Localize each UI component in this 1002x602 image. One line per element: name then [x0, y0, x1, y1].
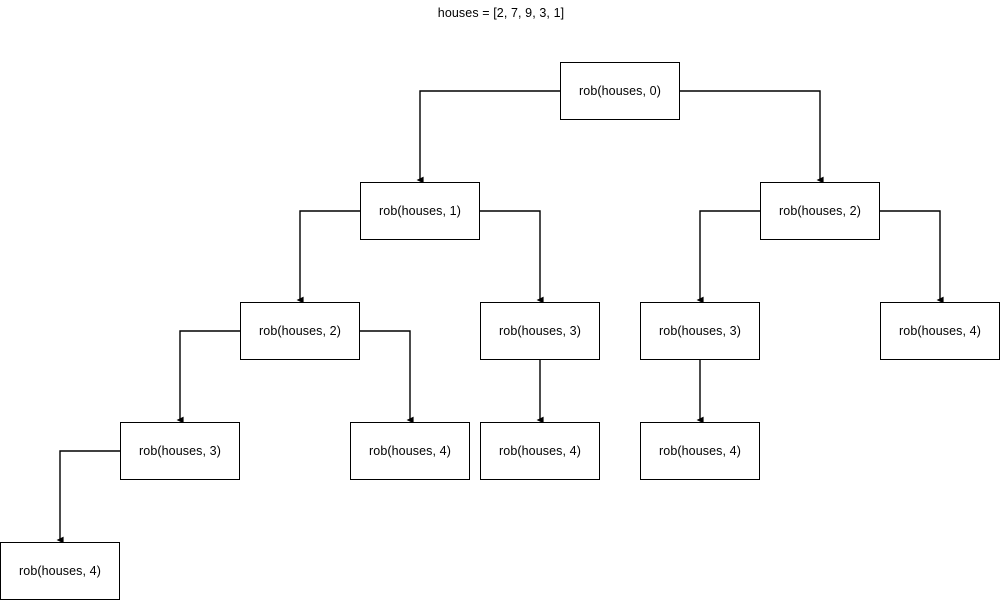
edge-n0-to-n2 [680, 90, 824, 184]
edge-n3-to-n8 [360, 330, 414, 424]
edge-n2-to-n6 [880, 210, 944, 304]
node-label: rob(houses, 4) [499, 444, 581, 458]
node-label: rob(houses, 2) [259, 324, 341, 338]
node-label: rob(houses, 3) [659, 324, 741, 338]
node-n2[interactable]: rob(houses, 2) [760, 182, 880, 240]
node-n10[interactable]: rob(houses, 4) [640, 422, 760, 480]
node-n7[interactable]: rob(houses, 3) [120, 422, 240, 480]
node-label: rob(houses, 4) [659, 444, 741, 458]
node-label: rob(houses, 4) [899, 324, 981, 338]
node-label: rob(houses, 4) [369, 444, 451, 458]
node-n0[interactable]: rob(houses, 0) [560, 62, 680, 120]
node-n11[interactable]: rob(houses, 4) [0, 542, 120, 600]
edge-n3-to-n7 [176, 330, 240, 424]
node-n3[interactable]: rob(houses, 2) [240, 302, 360, 360]
node-n4[interactable]: rob(houses, 3) [480, 302, 600, 360]
node-label: rob(houses, 3) [139, 444, 221, 458]
node-label: rob(houses, 3) [499, 324, 581, 338]
edge-n1-to-n3 [296, 210, 360, 304]
node-n6[interactable]: rob(houses, 4) [880, 302, 1000, 360]
node-label: rob(houses, 1) [379, 204, 461, 218]
edge-n0-to-n1 [416, 90, 560, 184]
node-n9[interactable]: rob(houses, 4) [480, 422, 600, 480]
node-n5[interactable]: rob(houses, 3) [640, 302, 760, 360]
edge-n7-to-n11 [56, 450, 120, 544]
edge-n2-to-n5 [696, 210, 760, 304]
node-label: rob(houses, 4) [19, 564, 101, 578]
node-n8[interactable]: rob(houses, 4) [350, 422, 470, 480]
edge-n1-to-n4 [480, 210, 544, 304]
node-n1[interactable]: rob(houses, 1) [360, 182, 480, 240]
diagram-title: houses = [2, 7, 9, 3, 1] [437, 6, 565, 20]
node-label: rob(houses, 0) [579, 84, 661, 98]
node-label: rob(houses, 2) [779, 204, 861, 218]
